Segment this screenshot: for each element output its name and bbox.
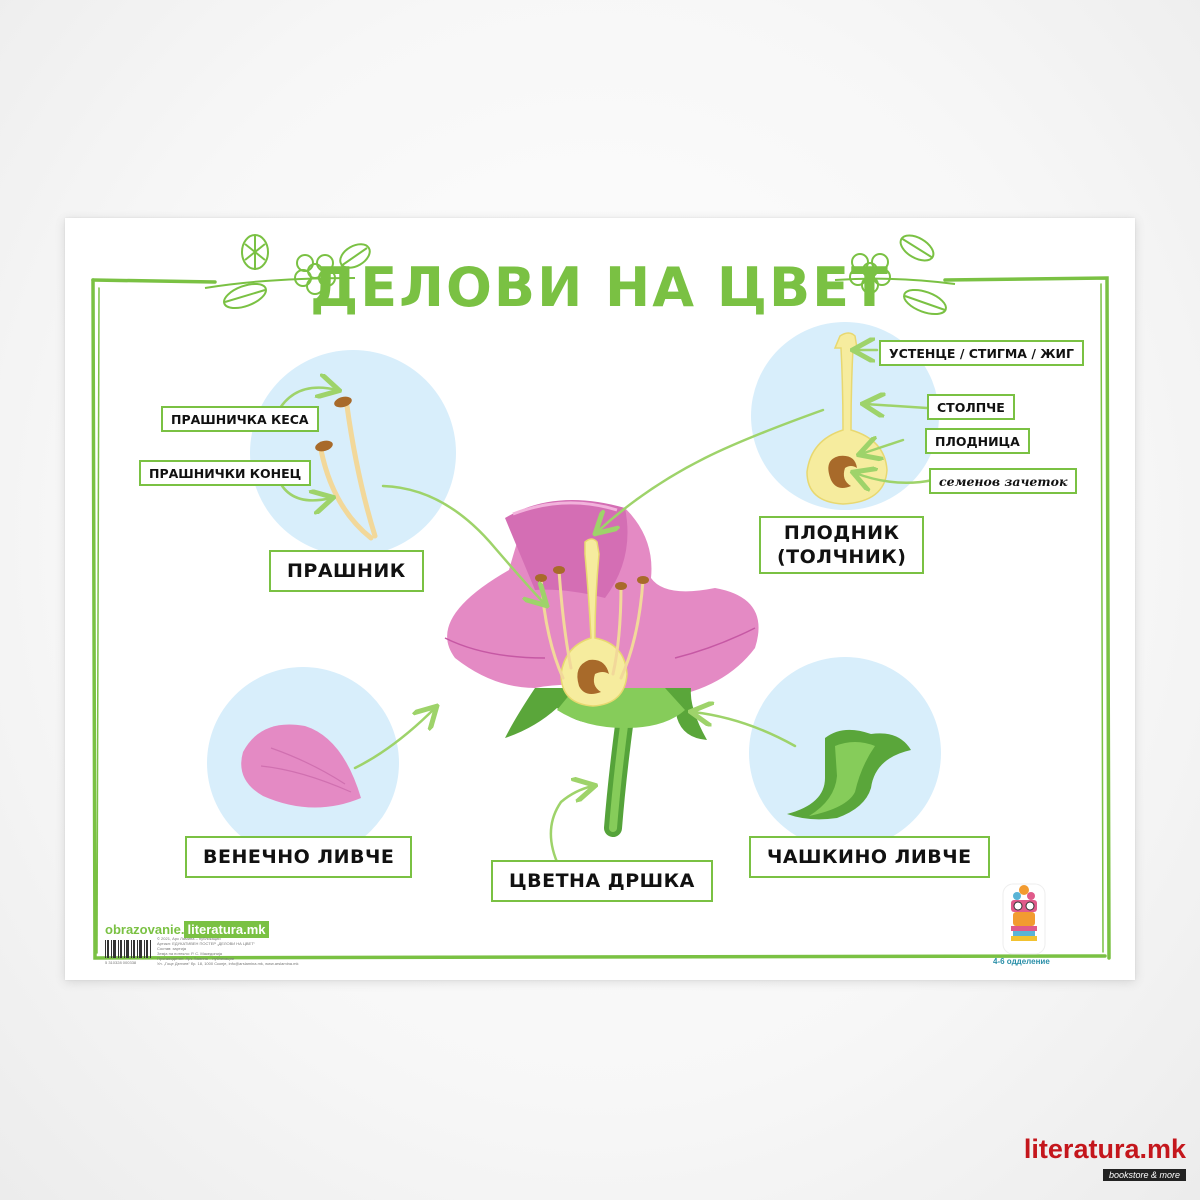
fineprint-line: © 2021, Арс Ламина – публикации xyxy=(157,936,221,941)
fineprint-line: Земја на потекло: Р. С. Македонија xyxy=(157,951,222,956)
mascot-icon xyxy=(1002,883,1046,955)
label-ovule: семенов зачеток xyxy=(929,468,1078,494)
poster-title: ДЕЛОВИ НА ЦВЕТ xyxy=(310,256,890,319)
brand-boxed: literatura.mk xyxy=(184,921,269,938)
label-filament: ПРАШНИЧКИ КОНЕЦ xyxy=(139,460,312,486)
fineprint-line: Артикл: ЕДУКАТИВЕН ПОСТЕР „ДЕЛОВИ НА ЦВЕ… xyxy=(157,941,255,946)
label-pistil-line2: (ТОЛЧНИК) xyxy=(777,546,907,568)
petal-illustration xyxy=(241,724,361,808)
fineprint-line: Производител: Арс Ламина – публикации xyxy=(157,956,235,961)
label-pistil-line1: ПЛОДНИК xyxy=(783,522,900,544)
fineprint-line: Ул. „Гоце Делчев“ бр. 18, 1000 Скопје, i… xyxy=(157,961,299,966)
flower-diagram xyxy=(91,234,1111,960)
fineprint-line: Состав: хартија xyxy=(157,946,186,951)
label-stamen: ПРАШНИК xyxy=(269,550,424,592)
poster: ДЕЛОВИ НА ЦВЕТ ПРАШНИЧКА КЕСА ПРАШНИЧКИ … xyxy=(65,218,1135,980)
label-style: СТОЛПЧЕ xyxy=(927,394,1015,420)
sepal-illustration xyxy=(787,729,911,820)
right-flourish-icon xyxy=(834,234,956,316)
frame xyxy=(91,276,1111,960)
watermark: literatura.mk bookstore & more xyxy=(1024,1135,1186,1182)
barcode-number: 5 310328 000338 xyxy=(105,960,137,965)
label-anther: ПРАШНИЧКА КЕСА xyxy=(161,406,319,432)
label-pistil: ПЛОДНИК (ТОЛЧНИК) xyxy=(759,516,925,574)
barcode-icon xyxy=(105,940,151,958)
label-ovary: ПЛОДНИЦА xyxy=(925,428,1030,454)
label-sepal: ЧАШКИНО ЛИВЧЕ xyxy=(749,836,990,878)
label-pedicel: ЦВЕТНА ДРШКА xyxy=(491,860,713,902)
fineprint: © 2021, Арс Ламина – публикации Артикл: … xyxy=(157,936,417,966)
watermark-main: literatura.mk xyxy=(1023,1134,1186,1164)
watermark-sub: bookstore & more xyxy=(1102,1169,1186,1181)
left-flourish-icon xyxy=(204,234,371,310)
label-petal: ВЕНЕЧНО ЛИВЧЕ xyxy=(185,836,413,878)
brand-prefix: obrazovanie. xyxy=(105,922,185,937)
grade-badge: 4-6 одделение xyxy=(993,957,1050,966)
main-flower-illustration xyxy=(444,500,759,837)
brand-logo: obrazovanie.literatura.mk xyxy=(105,921,269,938)
label-stigma: УСТЕНЦЕ / СТИГМА / ЖИГ xyxy=(879,340,1084,366)
